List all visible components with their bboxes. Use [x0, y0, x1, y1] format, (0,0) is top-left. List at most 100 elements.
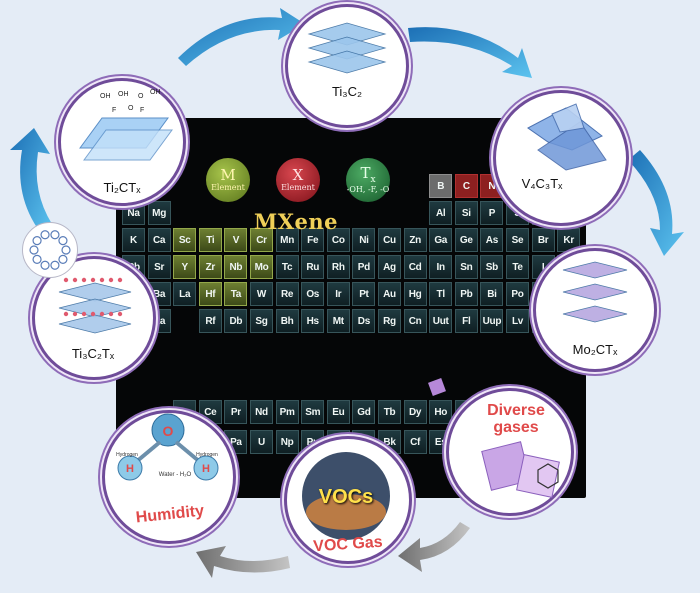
bond — [174, 440, 202, 464]
element-cell: Ds — [352, 309, 376, 333]
m-label: Element — [211, 182, 245, 192]
element-cell: Na — [122, 201, 145, 225]
element-cell: B — [429, 174, 453, 198]
ti2ctx-group-label: OH — [118, 91, 129, 98]
element-cell: Hg — [403, 282, 427, 306]
element-cell: Sm — [301, 400, 325, 424]
element-cell: V — [224, 228, 248, 252]
ti3c2tx-atom — [90, 311, 96, 317]
element-cell: Lv — [506, 309, 529, 333]
element-cell: Cn — [403, 309, 427, 333]
element-cell: Ag — [378, 255, 401, 279]
ring-node — [29, 245, 39, 255]
ring-node — [58, 254, 68, 265]
element-cell: Al — [429, 201, 453, 225]
element-cell: C — [454, 174, 478, 198]
atom-label: H — [126, 463, 134, 475]
element-cell: Nd — [250, 400, 273, 424]
element-cell: Eu — [326, 400, 350, 424]
element-cell: Os — [301, 282, 325, 306]
t-label: -OH, -F, -O — [346, 184, 390, 194]
ti3c2tx-atom — [90, 277, 96, 283]
element-cell: Se — [506, 228, 529, 252]
arrow-bottom-right — [398, 522, 470, 572]
diverse-line1: Diverse — [487, 402, 545, 419]
label-mo2ctx: Mo₂CTₓ — [572, 342, 618, 357]
element-cell: Au — [378, 282, 401, 306]
element-cell: Tc — [275, 255, 299, 279]
element-cell: Sr — [147, 255, 171, 279]
ti3c2tx-atom — [117, 277, 123, 283]
x-element-badge: X Element — [276, 158, 320, 202]
arrow-right — [628, 150, 684, 256]
element-cell: Te — [506, 255, 529, 279]
element-cell: U — [250, 430, 273, 454]
ring-node — [32, 235, 42, 246]
benzene-ring — [537, 463, 559, 489]
oxygen-atom — [151, 413, 185, 447]
element-cell: Dy — [403, 400, 427, 424]
ring-node — [50, 230, 60, 240]
element-cell: Bh — [275, 309, 299, 333]
element-cell: Ge — [454, 228, 478, 252]
element-cell: W — [250, 282, 273, 306]
element-cell: Cf — [403, 430, 427, 454]
element-cell: Sn — [454, 255, 478, 279]
ti3c2tx-atom — [81, 277, 87, 283]
arrow-top-left — [178, 8, 305, 66]
element-cell: Re — [275, 282, 299, 306]
element-cell: Zn — [403, 228, 427, 252]
element-cell: Tl — [429, 282, 453, 306]
t-termination-badge: Tx -OH, -F, -O — [346, 158, 390, 202]
element-cell: Np — [275, 430, 299, 454]
label-v4c3tx: V₄C₃Tₓ — [521, 176, 563, 191]
element-cell: As — [480, 228, 504, 252]
bubble-small-structure — [22, 222, 78, 278]
x-label: Element — [281, 182, 315, 192]
t-symbol: T — [360, 164, 371, 183]
water-formula-note: Water - H₂O — [158, 472, 192, 478]
element-cell: Hf — [198, 282, 222, 306]
voc-cloud — [306, 494, 386, 530]
ti3c2tx-atom — [99, 277, 105, 283]
ti2ctx-group-label: O — [128, 105, 134, 112]
element-cell: Kr — [557, 228, 581, 252]
ring-node — [40, 230, 50, 240]
element-cell: Ti — [198, 228, 222, 252]
ring-node — [61, 245, 71, 255]
element-cell: Tb — [378, 400, 401, 424]
element-cell: Ca — [147, 228, 171, 252]
hydrogen-note-left: Hydrogen — [116, 452, 138, 458]
atom-label: H — [202, 463, 210, 475]
ti2ctx-group-label: OH — [100, 93, 111, 100]
element-cell: Mn — [275, 228, 299, 252]
mo2ctx-layer — [562, 283, 628, 301]
ring-node — [58, 235, 68, 246]
element-cell: Po — [506, 282, 529, 306]
element-cell: Ir — [326, 282, 350, 306]
element-cell: Co — [326, 228, 350, 252]
element-cell: Cu — [378, 228, 401, 252]
element-cell: Rf — [198, 309, 222, 333]
t-subscript: x — [370, 175, 376, 186]
ring-node — [32, 254, 42, 265]
element-cell: Hs — [301, 309, 325, 333]
element-cell: Gd — [352, 400, 376, 424]
m-symbol: M — [220, 165, 236, 184]
ti3c2tx-atom — [63, 277, 69, 283]
ti2ctx-group-label: F — [140, 107, 144, 114]
element-cell: Bi — [480, 282, 504, 306]
element-cell: Cr — [250, 228, 273, 252]
arrow-bottom-left — [196, 546, 290, 578]
element-cell: Zr — [198, 255, 222, 279]
element-cell: Ru — [301, 255, 325, 279]
vocs-inner-label: VOCs — [318, 486, 374, 508]
element-cell: Fe — [301, 228, 325, 252]
diverse-line2: gases — [493, 419, 539, 436]
element-cell: Ho — [429, 400, 453, 424]
element-cell: Ta — [224, 282, 248, 306]
ti3c2tx-layer — [58, 314, 132, 334]
element-cell: In — [429, 255, 453, 279]
